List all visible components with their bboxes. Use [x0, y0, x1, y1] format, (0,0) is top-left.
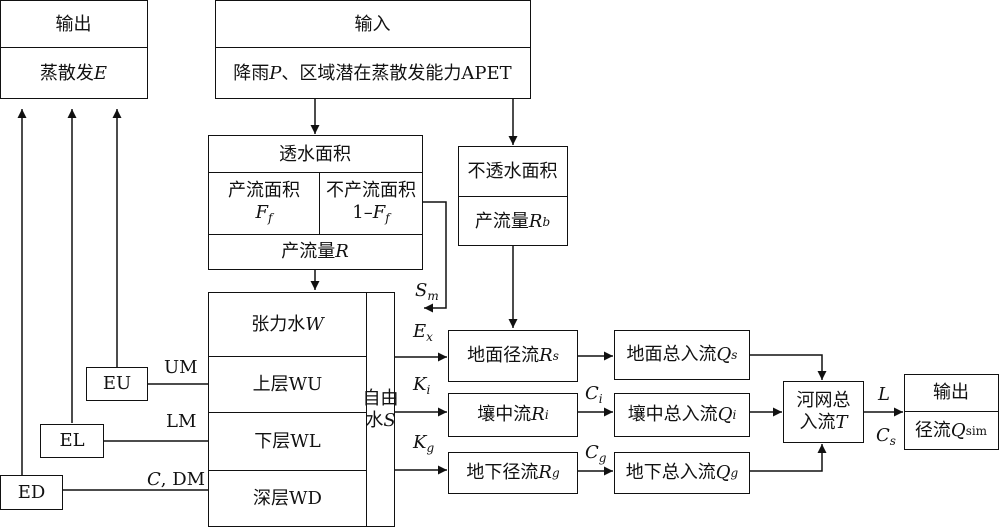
cs-label: Cs: [876, 425, 896, 449]
free-water-label: 自由 水S: [362, 388, 399, 431]
arrow-sm-to-free-water: [422, 201, 447, 313]
ex-label: Ex: [413, 321, 433, 345]
kg-label: Kg: [413, 432, 435, 456]
output-title: 输出: [55, 13, 92, 35]
arrow-surface-inflow-to-river: [750, 354, 827, 380]
ki-label: Ki: [413, 374, 431, 398]
divider: [208, 172, 423, 173]
eu-box: EU: [86, 367, 148, 401]
soil-moisture-block: [208, 292, 395, 527]
divider: [0, 47, 148, 48]
divider: [208, 234, 423, 235]
l-label: L: [878, 384, 890, 405]
el-box: EL: [40, 424, 104, 458]
um-label: UM: [164, 357, 198, 378]
arrow-ground-inflow-to-river: [750, 444, 827, 472]
input-title: 输入: [354, 13, 391, 35]
nonrunoff-area-cell: 不产流面积 1–Ff: [321, 174, 421, 234]
upper-layer-label: 上层WU: [252, 373, 323, 395]
divider: [904, 411, 999, 412]
river-network-line2: 入流T: [799, 412, 848, 433]
c-dm-label: C, DM: [147, 469, 206, 490]
deep-layer-label: 深层WD: [253, 487, 322, 509]
runoff-area-cell: 产流面积 Ff: [209, 174, 319, 234]
pervious-area-title: 透水面积: [279, 143, 351, 165]
divider: [366, 292, 367, 527]
output-title: 输出: [933, 382, 969, 403]
divider: [215, 47, 531, 48]
divider: [319, 172, 320, 234]
divider: [208, 356, 367, 357]
lower-layer-label: 下层WL: [254, 430, 321, 452]
cg-label: Cg: [585, 442, 607, 466]
sm-label: Sm: [415, 280, 439, 304]
divider: [208, 412, 367, 413]
river-network-inflow-box: 河网总 入流T: [783, 381, 864, 443]
runoff-area-variable: Ff: [255, 201, 273, 225]
ed-box: ED: [0, 475, 63, 510]
impervious-area-title: 不透水面积: [467, 161, 558, 182]
lm-label: LM: [166, 411, 197, 432]
nonrunoff-area-variable: 1–Ff: [352, 201, 390, 225]
ci-label: Ci: [585, 383, 603, 407]
divider: [208, 470, 367, 471]
free-water-variable: 水S: [365, 410, 396, 431]
divider: [458, 196, 568, 197]
